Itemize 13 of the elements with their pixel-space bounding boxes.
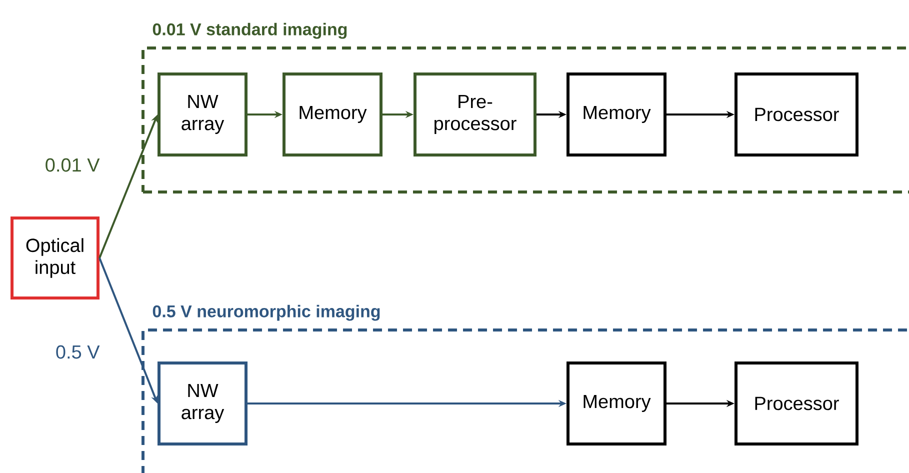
- edge-label: 0.01 V: [44, 157, 101, 173]
- group-title: 0.01 V standard imaging: [152, 22, 347, 39]
- process-box: Memory: [566, 362, 666, 446]
- process-box: Processor: [734, 72, 858, 156]
- process-box: NW array: [158, 362, 248, 446]
- edge-label: 0.5 V: [54, 344, 101, 360]
- process-box: NW array: [158, 72, 248, 156]
- process-box: Optical input: [10, 216, 100, 300]
- process-box: Memory: [282, 72, 382, 156]
- process-box: Memory: [566, 72, 666, 156]
- process-box: Pre-processor: [414, 72, 536, 156]
- group-title: 0.5 V neuromorphic imaging: [152, 304, 380, 321]
- process-box: Processor: [734, 362, 858, 446]
